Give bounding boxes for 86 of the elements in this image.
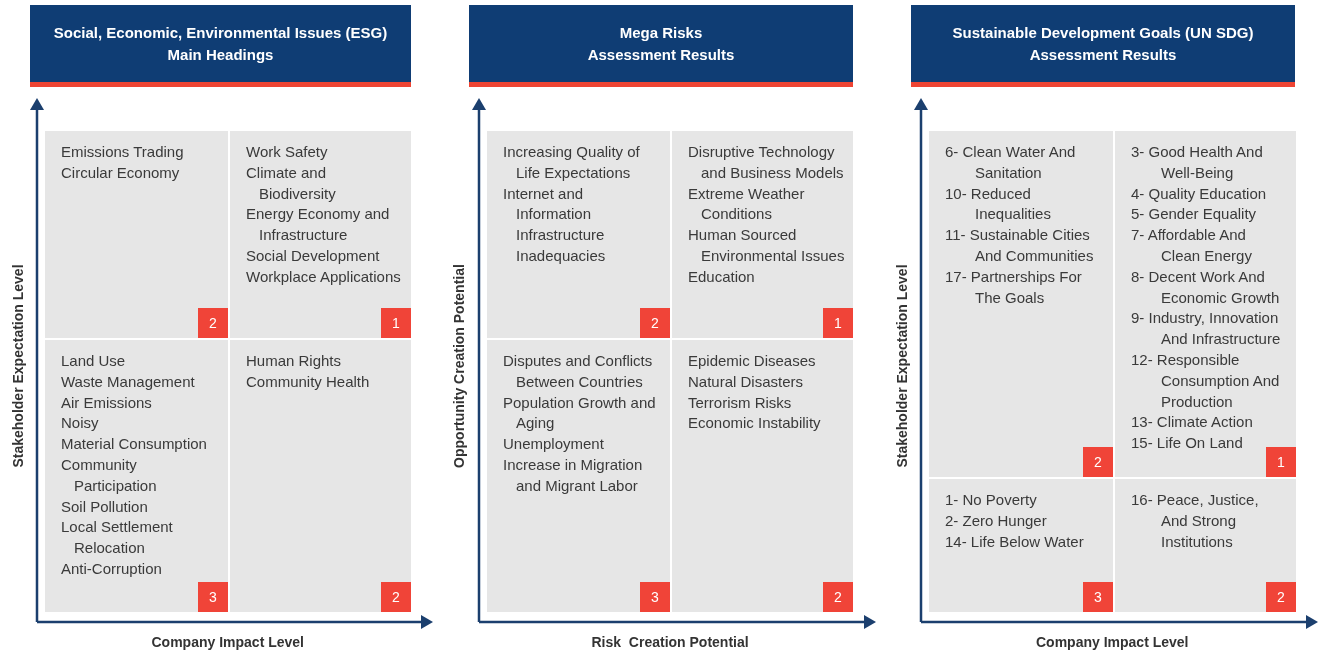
rank-badge: 3 bbox=[640, 582, 670, 612]
matrix-cell bbox=[230, 340, 411, 612]
list-item: Anti-Corruption bbox=[61, 558, 163, 579]
rank-badge: 1 bbox=[823, 308, 853, 338]
list-item: 9- Industry, Innovation And Infrastructure bbox=[1131, 308, 1282, 350]
list-item: Community Participation bbox=[61, 455, 158, 496]
list-item: 6- Clean Water And Sanitation bbox=[945, 142, 1077, 183]
list-item: Climate and Biodiversity bbox=[246, 162, 337, 204]
banner-title: Social, Economic, Environmental Issues (ESG) bbox=[52, 22, 389, 43]
rank-badge: 2 bbox=[381, 582, 411, 612]
banner-title: Mega Risks bbox=[618, 22, 704, 43]
y-axis-title: Opportunity Creation Potential bbox=[450, 264, 467, 468]
matrix-cell bbox=[929, 131, 1113, 477]
list-item: Internet and Information Infrastructure Inadequacies bbox=[503, 183, 607, 266]
list-item: Natural Disasters bbox=[688, 371, 805, 392]
y-axis-title: Stakeholder Expectation Level bbox=[893, 264, 910, 468]
list-item: 15- Life On Land bbox=[1131, 433, 1244, 454]
list-item: Energy Economy and Infrastructure bbox=[246, 204, 391, 246]
list-item: Education bbox=[688, 266, 756, 287]
list-item: 16- Peace, Justice, And Strong Institutions bbox=[1131, 490, 1260, 552]
y-axis-title: Stakeholder Expectation Level bbox=[9, 264, 26, 468]
rank-badge: 3 bbox=[1083, 582, 1113, 612]
list-item: Terrorism Risks bbox=[688, 392, 793, 413]
matrix-cell bbox=[672, 340, 853, 612]
list-item: 5- Gender Equality bbox=[1131, 204, 1258, 225]
matrix-cell bbox=[487, 340, 670, 612]
matrix-cell bbox=[672, 131, 853, 338]
list-item: Increasing Quality of Life Expectations bbox=[503, 142, 641, 183]
list-item: Human Sourced Environmental Issues bbox=[688, 225, 845, 266]
list-item: 13- Climate Action bbox=[1131, 412, 1254, 433]
list-item: 4- Quality Education bbox=[1131, 183, 1268, 204]
matrix-cell bbox=[45, 340, 228, 612]
matrix-cell bbox=[230, 131, 411, 338]
list-item: Workplace Applications bbox=[246, 266, 402, 287]
list-item: 3- Good Health And Well-Being bbox=[1131, 142, 1264, 183]
list-item: Material Consumption bbox=[61, 434, 208, 455]
list-item: Disruptive Technology and Business Models bbox=[688, 142, 845, 183]
list-item: Noisy bbox=[61, 413, 100, 434]
list-item: Population Growth and Aging bbox=[503, 392, 657, 434]
matrix-cell bbox=[487, 131, 670, 338]
rank-badge: 1 bbox=[381, 308, 411, 338]
header-banner bbox=[911, 5, 1295, 87]
rank-badge: 2 bbox=[1083, 447, 1113, 477]
matrix-cell bbox=[45, 131, 228, 338]
list-item: 1- No Poverty bbox=[945, 490, 1038, 510]
list-item: Disputes and Conflicts Between Countries bbox=[503, 351, 654, 392]
rank-badge: 2 bbox=[823, 582, 853, 612]
list-item: Circular Economy bbox=[61, 162, 181, 183]
list-item: Economic Instability bbox=[688, 413, 822, 434]
list-item: 7- Affordable And Clean Energy bbox=[1131, 225, 1253, 266]
list-item: Local Settlement Relocation bbox=[61, 517, 174, 559]
list-item: 8- Decent Work And Economic Growth bbox=[1131, 266, 1281, 308]
list-item: 14- Life Below Water bbox=[945, 531, 1085, 552]
list-item: Land Use bbox=[61, 351, 127, 371]
rank-badge: 3 bbox=[198, 582, 228, 612]
matrix-cell bbox=[929, 479, 1113, 612]
list-item: Air Emissions bbox=[61, 392, 153, 413]
banner-subtitle: Main Headings bbox=[166, 44, 275, 65]
list-item: Extreme Weather Conditions bbox=[688, 183, 806, 225]
banner-subtitle: Assessment Results bbox=[586, 44, 736, 65]
banner-title: Sustainable Development Goals (UN SDG) bbox=[951, 22, 1255, 43]
list-item: 17- Partnerships For The Goals bbox=[945, 266, 1083, 308]
rank-badge: 2 bbox=[640, 308, 670, 338]
list-item: 10- Reduced Inequalities bbox=[945, 183, 1052, 225]
list-item: Increase in Migration and Migrant Labor bbox=[503, 455, 644, 496]
list-item: Unemployment bbox=[503, 434, 605, 455]
list-item: Human Rights bbox=[246, 351, 343, 371]
list-item: 2- Zero Hunger bbox=[945, 510, 1048, 531]
list-item: 12- Responsible Consumption And Production bbox=[1131, 349, 1281, 412]
x-axis-title: Risk Creation Potential bbox=[591, 634, 749, 650]
list-item: Work Safety bbox=[246, 142, 329, 162]
rank-badge: 2 bbox=[198, 308, 228, 338]
matrix-cell bbox=[1115, 479, 1296, 612]
banner-subtitle: Assessment Results bbox=[1028, 44, 1178, 65]
matrix-cell bbox=[1115, 131, 1296, 477]
list-item: Waste Management bbox=[61, 371, 196, 392]
header-banner bbox=[30, 5, 411, 87]
list-item: 11- Sustainable Cities And Communities bbox=[945, 225, 1095, 266]
list-item: Emissions Trading bbox=[61, 142, 185, 162]
rank-badge: 1 bbox=[1266, 447, 1296, 477]
list-item: Epidemic Diseases bbox=[688, 351, 817, 371]
header-banner bbox=[469, 5, 853, 87]
list-item: Social Development bbox=[246, 246, 381, 266]
list-item: Community Health bbox=[246, 371, 371, 392]
list-item: Soil Pollution bbox=[61, 496, 149, 517]
rank-badge: 2 bbox=[1266, 582, 1296, 612]
